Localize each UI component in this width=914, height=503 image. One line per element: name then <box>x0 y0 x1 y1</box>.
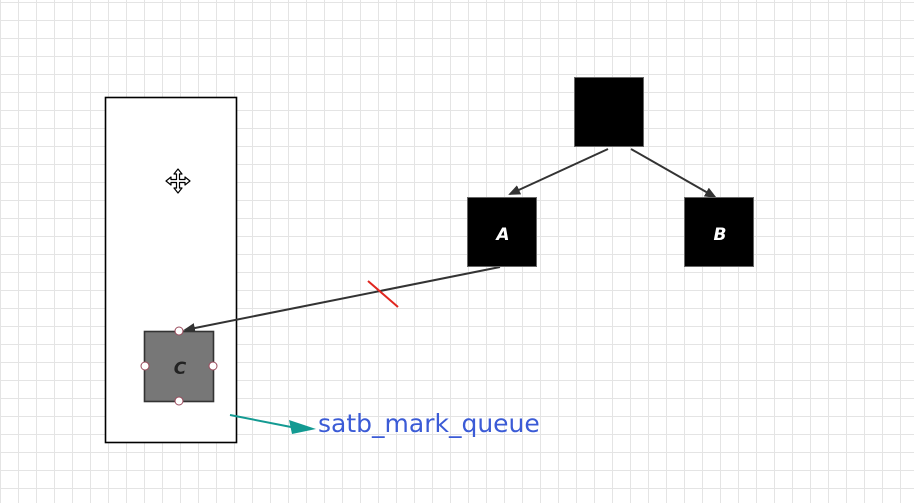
queue-label: satb_mark_queue <box>318 409 540 438</box>
selection-handle-top[interactable] <box>174 326 184 336</box>
edge-root-to-b <box>630 148 717 198</box>
selection-handle-bottom[interactable] <box>174 396 184 406</box>
edge-a-to-c <box>183 266 501 333</box>
cut-mark <box>367 280 399 308</box>
node-b-label: B <box>714 225 727 245</box>
node-a[interactable] <box>467 197 537 267</box>
queue-arrow <box>229 414 292 428</box>
edge-root-to-a <box>508 148 609 195</box>
node-a-label: A <box>494 225 509 245</box>
selection-handle-left[interactable] <box>140 361 150 371</box>
selection-handle-right[interactable] <box>208 361 218 371</box>
queue-arrowhead <box>289 420 316 434</box>
node-b[interactable] <box>684 197 754 267</box>
move-cursor-icon <box>165 168 191 194</box>
node-c-label: C <box>174 359 187 379</box>
node-root[interactable] <box>574 77 644 147</box>
